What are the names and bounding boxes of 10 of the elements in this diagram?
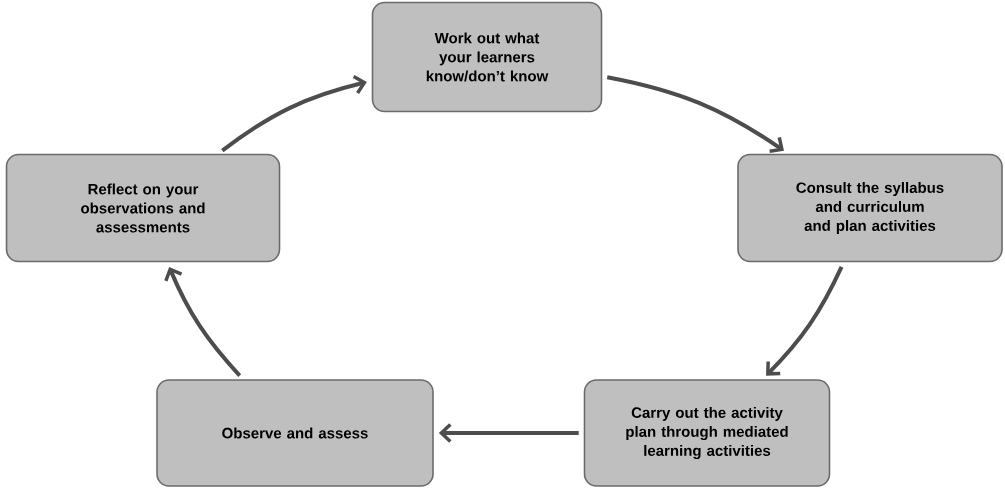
process-box: Reflect on your observations and assessments [5,153,281,263]
arrow [606,75,784,153]
arrow [438,423,579,443]
process-box: Consult the syllabus and curriculum and plan activities [737,153,1003,263]
process-box: Observe and assess [156,379,434,487]
arrow [221,74,367,153]
arrow [164,266,242,377]
process-box: Work out what your learners know/don’t know [371,1,603,113]
arrow [766,265,844,376]
process-box: Carry out the activity plan through mediated learning activities [583,379,831,487]
